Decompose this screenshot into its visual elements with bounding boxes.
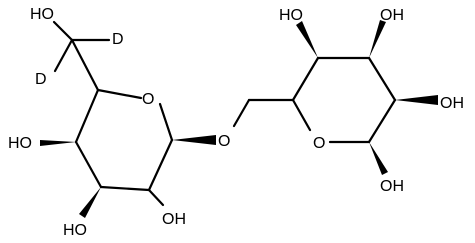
hashed-bond-c1-oh-right — [369, 142, 388, 175]
hashed-bond-c3-oh-right — [369, 20, 386, 58]
bond-c2-oh — [147, 188, 165, 207]
atom-label-ho-c3-left: HO — [63, 222, 87, 239]
bond-c5-c4 — [74, 88, 100, 144]
bond-c6-c5 — [70, 38, 100, 92]
bond-c3-c2 — [99, 185, 151, 192]
bond-c2-c1-right — [367, 98, 397, 144]
atom-label-glycosidic-o: O — [218, 133, 230, 150]
atom-label-d-lower: D — [35, 71, 47, 88]
bond-layer — [40, 20, 438, 218]
label-layer: HO D D O HO HO OH O HO OH OH O OH — [8, 6, 464, 239]
bond-ring-o-c5-right — [291, 98, 312, 132]
bond-c6-d-lower — [53, 38, 74, 73]
atom-label-ho-c4-right: HO — [279, 7, 303, 24]
wedge-bond-c2-oh-right — [395, 95, 438, 105]
wedge-bond-c1-o — [172, 135, 216, 145]
wedge-bond-c4-ho-right — [296, 21, 318, 58]
atom-label-oh-c2-left: OH — [162, 211, 186, 228]
bond-c4-c3 — [74, 140, 103, 189]
atom-label-oh-c2-right: OH — [440, 95, 464, 112]
bond-c5-ring-o — [96, 88, 143, 100]
bond-ring-o-c1 — [158, 102, 174, 142]
atom-label-d-upper: D — [112, 31, 124, 48]
bond-c2-c1 — [147, 138, 174, 192]
atom-label-ring-o-right: O — [313, 135, 325, 152]
bond-c3-c2-right — [367, 56, 397, 102]
atom-label-oh-c1-right: OH — [380, 178, 404, 195]
wedge-bond-c3-ho — [79, 187, 101, 218]
bond-glyco-o-ch2 — [232, 98, 251, 128]
atom-label-oh-c3-right: OH — [380, 7, 404, 24]
atom-label-ho-c4-left: HO — [8, 135, 32, 152]
bond-ho-c6 — [52, 20, 74, 42]
atom-label-ho-ch2: HO — [30, 6, 54, 23]
atom-label-ring-o-left: O — [142, 91, 154, 108]
hashed-bond-c4-ho — [40, 140, 76, 146]
bond-c5-c4-right — [291, 56, 320, 102]
